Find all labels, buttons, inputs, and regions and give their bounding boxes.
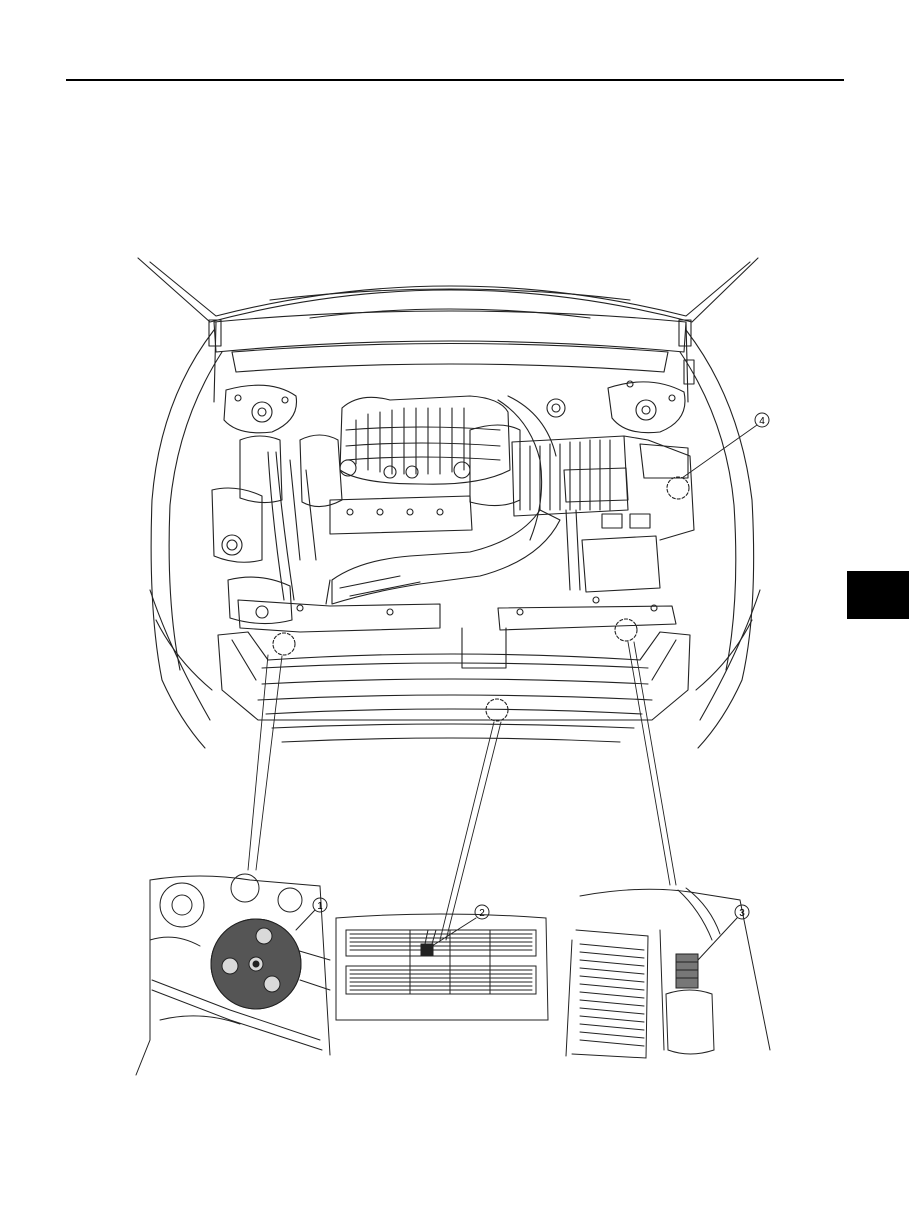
fenders (149, 329, 761, 749)
strut-towers (223, 380, 686, 434)
engine-block (211, 395, 557, 625)
engine-bay-overview (137, 257, 761, 941)
radiator-support (237, 596, 677, 669)
leader-lines (247, 424, 758, 941)
inset-grille (335, 904, 549, 1021)
header-rule (66, 79, 844, 81)
section-tab (847, 571, 909, 619)
hood (137, 257, 759, 403)
air-intake-duct (325, 509, 561, 605)
inset-pressure-sensor (565, 887, 771, 1059)
detail-circles (272, 476, 690, 722)
inset-compressor (135, 873, 331, 1076)
pressure-sensor (675, 953, 699, 989)
callout-4: 4 (759, 416, 765, 427)
callout-2: 2 (479, 908, 485, 919)
ambient-sensor (420, 943, 434, 957)
callout-3: 3 (739, 908, 745, 919)
air-cleaner-battery (511, 435, 695, 593)
front-bumper (217, 631, 691, 743)
callout-1: 1 (317, 901, 323, 912)
